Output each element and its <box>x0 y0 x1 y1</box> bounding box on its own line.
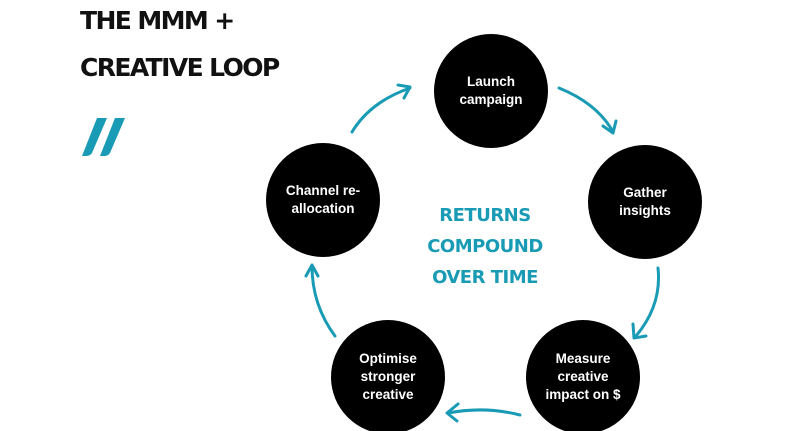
node-circle <box>331 320 445 431</box>
title-line-2: CREATIVE LOOP <box>80 53 280 82</box>
arrow-measure-to-optimise <box>445 402 522 423</box>
node-gather-insights: Gather insights <box>588 145 702 259</box>
node-channel-reallocation: Channel re- allocation <box>266 143 380 257</box>
slash-stroke-1 <box>82 118 107 156</box>
center-label-line: COMPOUND <box>427 236 543 257</box>
node-label-line: Measure <box>556 351 611 366</box>
loop-arrows <box>304 83 661 423</box>
center-message: RETURNS COMPOUND OVER TIME <box>427 205 543 288</box>
slash-stroke-2 <box>100 118 125 156</box>
node-label-line: Optimise <box>359 351 417 366</box>
node-label-line: allocation <box>291 201 354 216</box>
node-circle <box>588 145 702 259</box>
double-slash-icon <box>82 118 125 156</box>
node-label-line: Channel re- <box>286 183 360 198</box>
node-label-line: insights <box>619 203 671 218</box>
node-circle <box>266 143 380 257</box>
node-measure-creative-impact: Measure creative impact on $ <box>526 320 640 431</box>
node-label-line: Launch <box>467 74 515 89</box>
node-label-line: stronger <box>361 369 417 384</box>
center-label-line: RETURNS <box>439 205 530 226</box>
arrow-launch-to-gather <box>557 86 618 135</box>
node-label-line: creative <box>362 387 414 402</box>
node-optimise-stronger-creative: Optimise stronger creative <box>331 320 445 431</box>
node-launch-campaign: Launch campaign <box>434 34 548 148</box>
arrow-reallocate-to-launch <box>350 83 412 134</box>
center-label-line: OVER TIME <box>432 267 538 288</box>
node-label-line: campaign <box>459 92 522 107</box>
node-label-line: impact on $ <box>545 387 621 402</box>
node-circle <box>526 320 640 431</box>
node-label-line: creative <box>557 369 609 384</box>
title-line-1: THE MMM + <box>80 6 235 35</box>
node-circle <box>434 34 548 148</box>
arrow-gather-to-measure <box>631 266 661 340</box>
node-label-line: Gather <box>623 185 667 200</box>
arrow-optimise-to-reallocate <box>304 263 337 338</box>
